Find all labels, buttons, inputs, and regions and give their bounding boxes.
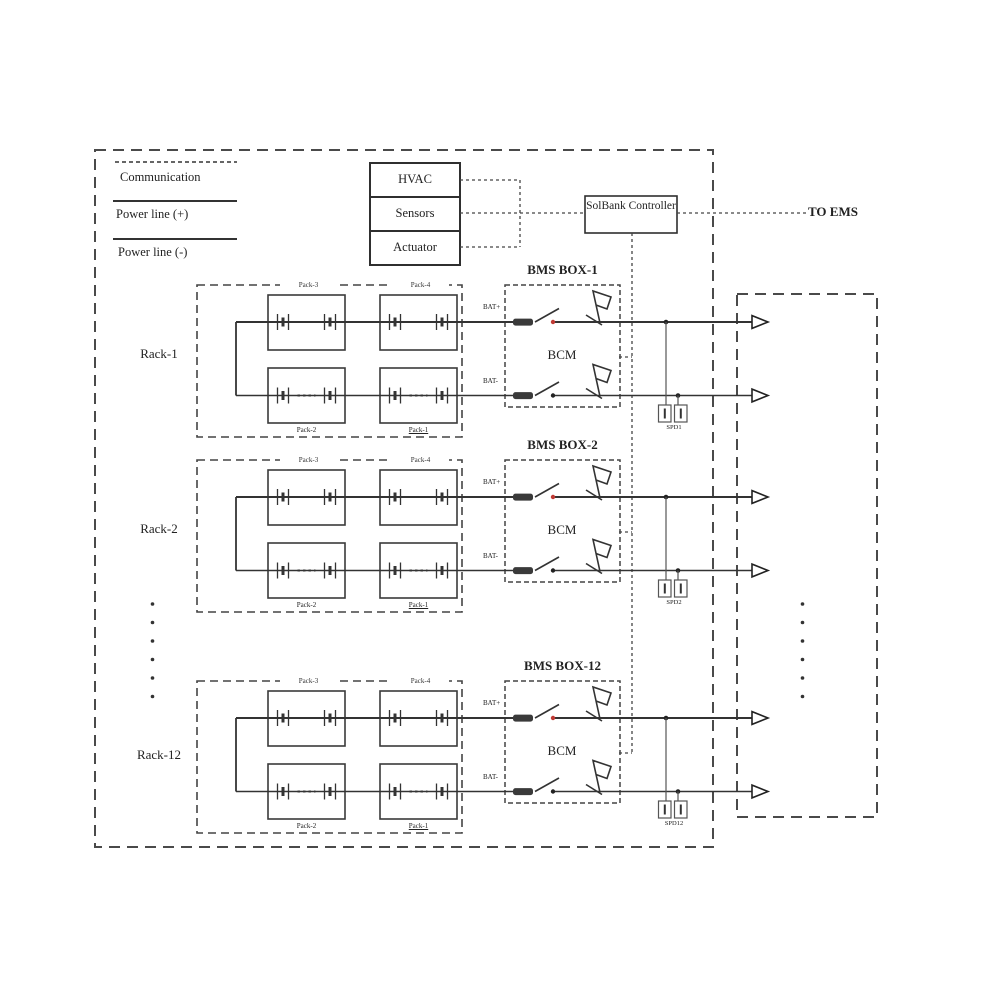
pack-3-label-r2: Pack-3 bbox=[280, 456, 337, 465]
bms-box-2-title: BMS BOX-2 bbox=[527, 437, 598, 452]
bat-minus-label-12: BAT- bbox=[483, 773, 498, 781]
bat-plus-label-1: BAT+ bbox=[483, 303, 501, 311]
bat-minus-label-2: BAT- bbox=[483, 552, 498, 560]
bms-box-1-title: BMS BOX-1 bbox=[527, 262, 598, 277]
pack-2-label-r12: Pack-2 bbox=[296, 822, 317, 830]
bcm-label-1: BCM bbox=[547, 347, 577, 362]
pack-1-label-r12: Pack-1 bbox=[408, 822, 429, 830]
actuator-label: Actuator bbox=[393, 240, 437, 254]
bat-minus-label-1: BAT- bbox=[483, 377, 498, 385]
legend-line-samples bbox=[113, 161, 237, 240]
rack-2-label: Rack-2 bbox=[140, 521, 178, 536]
pack-3-label-r1: Pack-3 bbox=[280, 281, 337, 290]
pack-4-label-r1: Pack-4 bbox=[392, 281, 449, 290]
bat-plus-label-12: BAT+ bbox=[483, 699, 501, 707]
communication-lines bbox=[460, 179, 806, 753]
legend-power-minus-label: Power line (-) bbox=[118, 245, 188, 259]
spd-2-label: SPD2 bbox=[666, 599, 682, 606]
legend-power-plus-label: Power line (+) bbox=[116, 207, 189, 221]
rack-1-label: Rack-1 bbox=[140, 346, 178, 361]
continuation-dots-right bbox=[800, 602, 805, 699]
aux-box bbox=[369, 162, 461, 266]
to-ems-label: TO EMS bbox=[808, 204, 858, 219]
system-enclosure-box bbox=[94, 149, 714, 848]
spd-1-label: SPD1 bbox=[666, 424, 682, 431]
continuation-dots-left bbox=[150, 602, 155, 699]
legend-communication-label: Communication bbox=[120, 170, 201, 184]
bcm-label-12: BCM bbox=[547, 743, 577, 758]
pack-3-label-r12: Pack-3 bbox=[280, 677, 337, 686]
sensors-label: Sensors bbox=[395, 206, 435, 220]
bcm-label-2: BCM bbox=[547, 522, 577, 537]
hvac-label: HVAC bbox=[398, 172, 432, 186]
pack-4-label-r2: Pack-4 bbox=[392, 456, 449, 465]
controller-label: SolBank Controller bbox=[586, 200, 676, 212]
bat-plus-label-2: BAT+ bbox=[483, 478, 501, 486]
pack-4-label-r12: Pack-4 bbox=[392, 677, 449, 686]
pack-2-label-r2: Pack-2 bbox=[296, 601, 317, 609]
rack-12-label: Rack-12 bbox=[136, 747, 182, 762]
pack-1-label-r2: Pack-1 bbox=[408, 601, 429, 609]
pack-1-label-r1: Pack-1 bbox=[408, 426, 429, 434]
pack-2-label-r1: Pack-2 bbox=[296, 426, 317, 434]
right-enclosure-box bbox=[736, 293, 878, 818]
spd-12-label: SPD12 bbox=[664, 820, 684, 827]
bms-box-12-title: BMS BOX-12 bbox=[524, 658, 601, 673]
controller-box bbox=[584, 195, 678, 234]
